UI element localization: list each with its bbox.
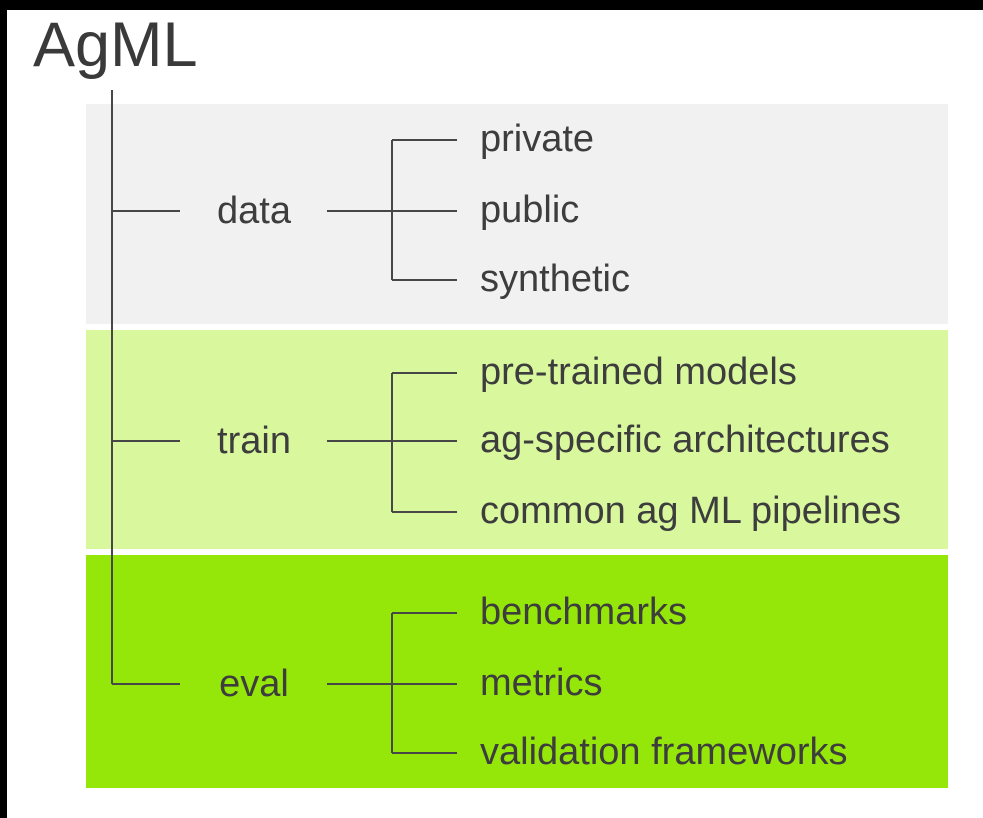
tree-node-eval: eval bbox=[219, 663, 289, 705]
tree-leaf-synthetic: synthetic bbox=[480, 258, 630, 301]
diagram-title: AgML bbox=[33, 10, 198, 80]
top-border-bar bbox=[0, 0, 983, 10]
tree-leaf-private: private bbox=[480, 118, 595, 161]
tree-leaf-ag-specific-architectures: ag-specific architectures bbox=[480, 419, 890, 462]
tree-leaf-public: public bbox=[480, 189, 580, 232]
tree-leaf-benchmarks: benchmarks bbox=[480, 591, 687, 634]
tree-leaf-validation-frameworks: validation frameworks bbox=[480, 731, 848, 774]
tree-leaf-common-ag-ml-pipelines: common ag ML pipelines bbox=[480, 490, 902, 533]
tree-leaf-metrics: metrics bbox=[480, 662, 603, 705]
tree-node-data: data bbox=[217, 190, 291, 232]
tree-node-train: train bbox=[217, 420, 291, 462]
left-border-bar bbox=[0, 0, 7, 818]
tree-leaf-pretrained-models: pre-trained models bbox=[480, 351, 797, 394]
